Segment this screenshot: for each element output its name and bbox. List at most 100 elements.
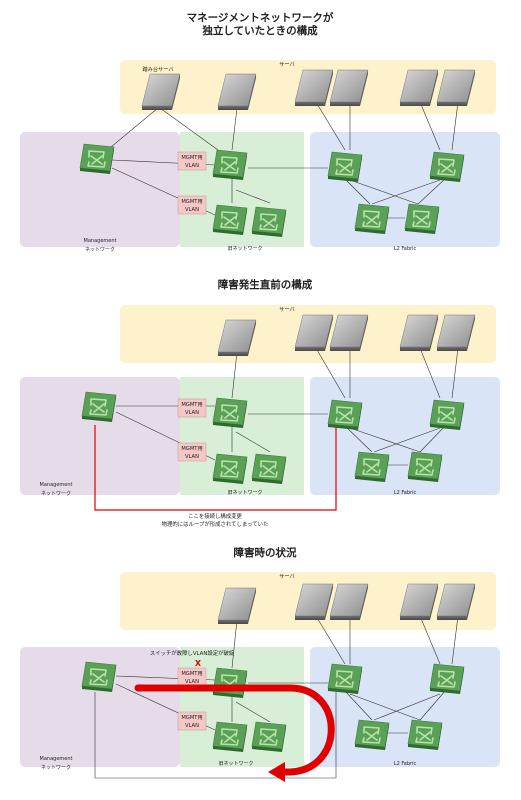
network-switch-icon bbox=[354, 719, 390, 751]
old-network-label: 旧ネットワーク bbox=[218, 760, 253, 767]
section-1-title-line-2: 独立していたときの構成 bbox=[201, 24, 318, 37]
network-switch-icon bbox=[212, 397, 248, 429]
mgmt-vlan-label-1: MGMT用 bbox=[181, 401, 202, 408]
network-switch-icon bbox=[404, 203, 440, 235]
mgmt-vlan-label-1: MGMT用 bbox=[181, 198, 202, 205]
failure-mark: X bbox=[195, 659, 202, 668]
network-switch-icon bbox=[212, 204, 248, 236]
section-3-title: 障害時の状況 bbox=[234, 546, 297, 559]
mgmt-vlan-label-1: MGMT用 bbox=[181, 714, 202, 721]
server-zone-label: サーバ bbox=[279, 306, 295, 313]
network-switch-icon bbox=[407, 719, 443, 751]
mgmt-vlan-label-2: VLAN bbox=[185, 454, 199, 460]
link bbox=[343, 177, 371, 205]
loop-connection-line bbox=[94, 692, 337, 779]
network-switch-icon bbox=[79, 143, 115, 175]
l2-fabric-label: L2 Fabric bbox=[394, 246, 417, 252]
management-zone-label-2: ネットワーク bbox=[41, 491, 71, 497]
network-switch-icon bbox=[212, 453, 248, 485]
network-switch-icon bbox=[429, 663, 465, 695]
link bbox=[231, 107, 238, 151]
network-switch-icon bbox=[429, 399, 465, 431]
link bbox=[104, 107, 159, 153]
mgmt-vlan-label-2: VLAN bbox=[185, 163, 199, 169]
management-zone bbox=[20, 132, 180, 247]
management-zone-label-2: ネットワーク bbox=[85, 247, 115, 253]
mgmt-vlan-box bbox=[177, 151, 207, 171]
management-zone-label-1: Management bbox=[40, 756, 73, 762]
link bbox=[343, 424, 373, 453]
l2-fabric-label: L2 Fabric bbox=[394, 490, 417, 496]
management-zone-label-2: ネットワーク bbox=[41, 765, 71, 771]
link bbox=[419, 689, 447, 721]
loop-arrow-head-icon bbox=[268, 762, 285, 782]
network-switch-icon bbox=[212, 149, 248, 181]
network-switch-icon bbox=[327, 151, 363, 183]
network-switch-icon bbox=[354, 451, 390, 483]
link bbox=[343, 689, 373, 721]
link bbox=[235, 701, 271, 723]
mgmt-vlan-box bbox=[177, 442, 207, 462]
network-switch-icon bbox=[327, 663, 363, 695]
loop-connection-line bbox=[94, 425, 337, 511]
link bbox=[371, 179, 441, 205]
mgmt-vlan-label-1: MGMT用 bbox=[181, 670, 202, 677]
loop-note-line-1: ここを接続し構成変更 bbox=[188, 512, 243, 520]
link bbox=[417, 177, 447, 205]
mgmt-vlan-label-2: VLAN bbox=[185, 723, 199, 729]
link bbox=[349, 179, 419, 205]
mgmt-vlan-box bbox=[177, 398, 207, 418]
link bbox=[373, 427, 441, 453]
network-switch-icon bbox=[354, 203, 390, 235]
section-2-title: 障害発生直前の構成 bbox=[218, 278, 313, 291]
l2-fabric-label: L2 Fabric bbox=[394, 761, 417, 767]
network-switch-icon bbox=[212, 667, 248, 699]
link bbox=[315, 347, 346, 399]
network-switch-icon bbox=[212, 721, 248, 753]
network-switch-icon bbox=[429, 151, 465, 183]
network-switch-icon bbox=[251, 721, 287, 753]
section-2: 障害発生直前の構成 サーバ Management ネットワーク 旧ネットワーク … bbox=[20, 278, 500, 528]
server-zone-label: サーバ bbox=[279, 61, 295, 68]
link bbox=[451, 347, 459, 399]
network-switch-icon bbox=[327, 399, 363, 431]
mgmt-vlan-label-2: VLAN bbox=[185, 679, 199, 685]
link bbox=[419, 615, 441, 665]
l2-fabric-zone bbox=[310, 377, 500, 495]
old-network-label: 旧ネットワーク bbox=[227, 489, 262, 496]
mgmt-vlan-box bbox=[177, 195, 207, 215]
link bbox=[373, 693, 441, 721]
link bbox=[419, 101, 441, 151]
loop-arrow-icon bbox=[134, 684, 335, 776]
loop-note-line-2: 物理的にはループが形成されてしまっていた bbox=[162, 520, 269, 528]
network-switch-icon bbox=[251, 453, 287, 485]
mgmt-vlan-box bbox=[177, 711, 207, 731]
mgmt-vlan-label-2: VLAN bbox=[185, 207, 199, 213]
network-switch-icon bbox=[407, 451, 443, 483]
section-3: 障害時の状況 サーバ Management ネットワーク 旧ネットワーク L2 … bbox=[20, 546, 500, 782]
mgmt-vlan-label-1: MGMT用 bbox=[181, 445, 202, 452]
link bbox=[349, 427, 421, 453]
section-1-title-line-1: マネージメントネットワークが bbox=[187, 11, 334, 24]
link bbox=[349, 693, 421, 721]
link bbox=[231, 351, 238, 399]
management-zone-label-1: Management bbox=[40, 482, 73, 488]
management-zone-label-1: Management bbox=[84, 238, 117, 244]
mgmt-vlan-label-2: VLAN bbox=[185, 410, 199, 416]
link bbox=[231, 619, 238, 669]
section-1: マネージメントネットワークが 独立していたときの構成 サーバ Managemen… bbox=[20, 11, 500, 253]
link bbox=[419, 347, 441, 399]
server-zone-label: サーバ bbox=[279, 573, 295, 580]
link bbox=[419, 424, 447, 453]
link bbox=[315, 101, 346, 151]
link bbox=[159, 107, 219, 151]
management-zone bbox=[20, 377, 180, 495]
network-switch-icon bbox=[81, 391, 117, 423]
link bbox=[235, 431, 271, 453]
link bbox=[451, 101, 459, 151]
link bbox=[451, 615, 459, 665]
link bbox=[235, 189, 271, 204]
failure-note: スイッチが故障しVLAN設定が破綻 bbox=[150, 649, 235, 657]
mgmt-vlan-label-1: MGMT用 bbox=[181, 154, 202, 161]
